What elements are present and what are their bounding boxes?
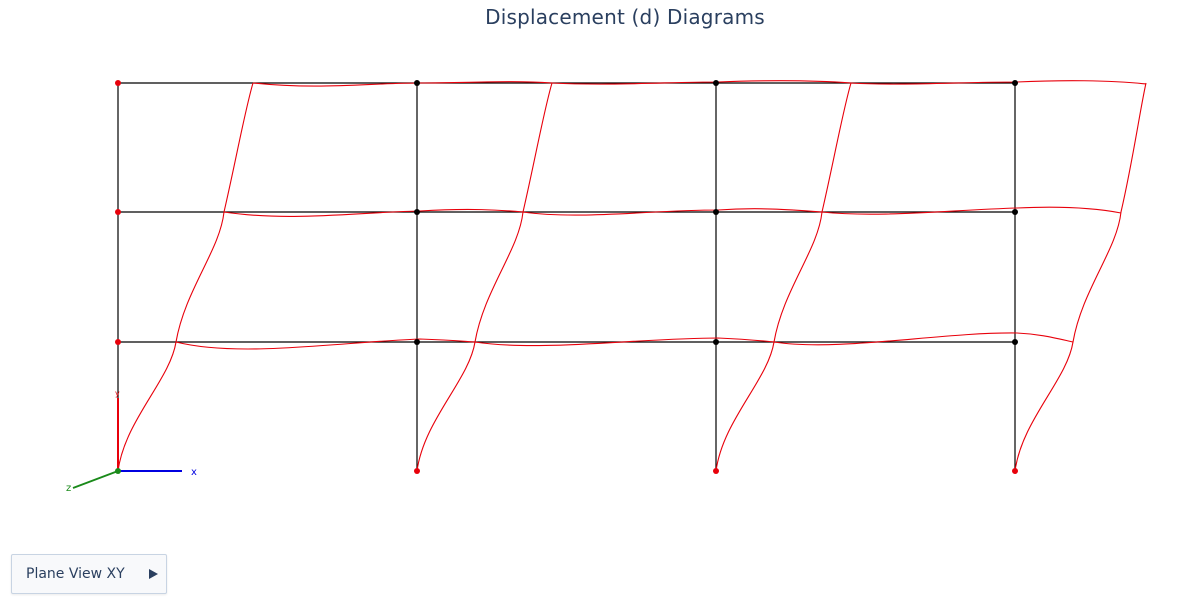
axis-z-label: z	[66, 483, 71, 494]
deformed-column-1	[117, 82, 254, 472]
node-c3-2[interactable]	[713, 209, 719, 215]
displacement-diagram	[117, 80, 1147, 472]
node-c4-3[interactable]	[1012, 80, 1018, 86]
node-left-2[interactable]	[115, 209, 121, 215]
axis-triad: y x z	[66, 389, 197, 494]
plane-view-label: Plane View XY	[26, 566, 125, 582]
deformed-beam-level-1	[175, 332, 1074, 350]
support-node-4[interactable]	[1012, 468, 1018, 474]
undeformed-frame	[117, 82, 1016, 471]
node-c2-1[interactable]	[414, 339, 420, 345]
axis-x-label: x	[191, 467, 197, 478]
axis-y-label: y	[115, 389, 120, 398]
nodes	[115, 80, 1018, 474]
node-c2-2[interactable]	[414, 209, 420, 215]
node-left-3[interactable]	[115, 80, 121, 86]
node-c3-1[interactable]	[713, 339, 719, 345]
node-c4-2[interactable]	[1012, 209, 1018, 215]
deformed-column-2	[416, 82, 553, 472]
node-left-1[interactable]	[115, 339, 121, 345]
node-c4-1[interactable]	[1012, 339, 1018, 345]
deformed-beam-level-2	[223, 206, 1122, 217]
page-title: Displacement (d) Diagrams	[485, 5, 765, 29]
plane-view-button[interactable]: Plane View XY	[11, 554, 167, 594]
deformed-column-4	[1014, 82, 1147, 472]
node-c2-3[interactable]	[414, 80, 420, 86]
support-node-3[interactable]	[713, 468, 719, 474]
deformed-column-3	[715, 82, 852, 472]
node-c3-3[interactable]	[713, 80, 719, 86]
origin-node[interactable]	[115, 468, 121, 474]
play-arrow-icon	[149, 569, 158, 579]
support-node-2[interactable]	[414, 468, 420, 474]
axis-z-line	[72, 470, 119, 489]
